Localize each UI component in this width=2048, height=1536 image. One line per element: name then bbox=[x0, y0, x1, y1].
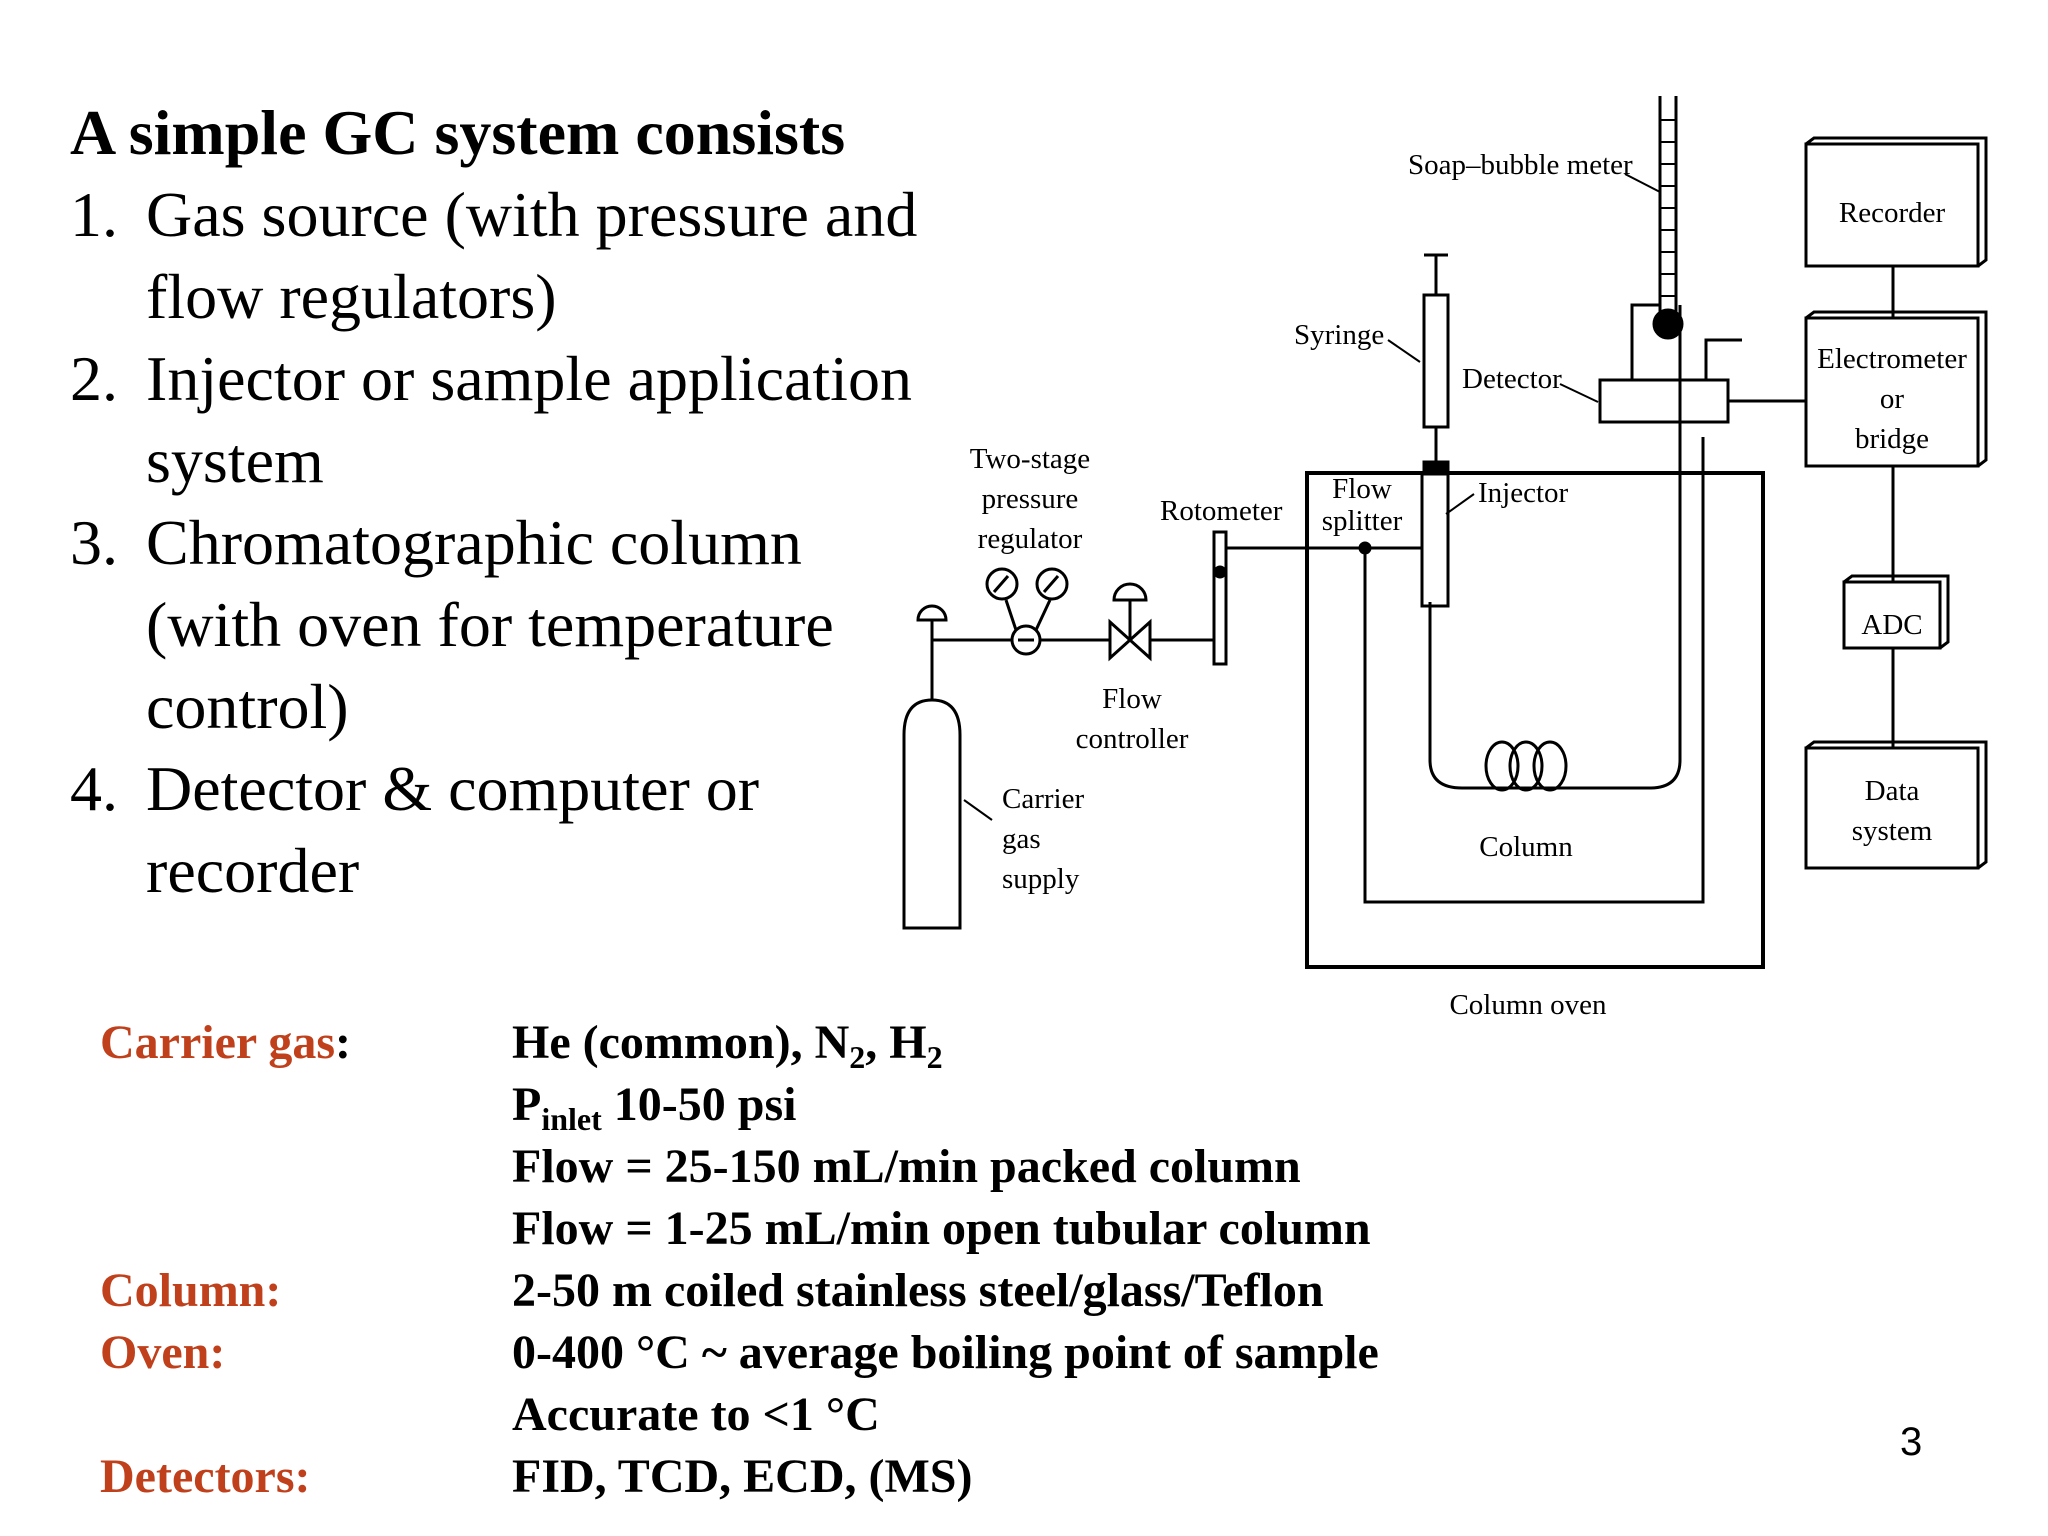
param-row: Oven: 0-400 °C ~ average boiling point o… bbox=[100, 1322, 1379, 1384]
param-row: Carrier gas: He (common), N2, H2 bbox=[100, 1012, 1379, 1074]
soap-bubble bbox=[1652, 308, 1684, 340]
list-item: 3. Chromatographic column (with oven for… bbox=[70, 502, 930, 748]
param-row: Flow = 1-25 mL/min open tubular column bbox=[100, 1198, 1379, 1260]
syringe-plunger bbox=[1424, 253, 1448, 295]
syringe-barrel bbox=[1422, 293, 1450, 429]
list-item: 2. Injector or sample application system bbox=[70, 338, 930, 502]
detector-pointer bbox=[1559, 383, 1599, 403]
column-coil bbox=[1532, 740, 1568, 792]
param-value: 2-50 m coiled stainless steel/glass/Tefl… bbox=[512, 1264, 1324, 1317]
label-flow-splitter-splitter: splitter bbox=[1322, 505, 1403, 537]
rotometer-tube bbox=[1212, 530, 1228, 666]
label-soap-bubble-meter: Soap–bubble meter bbox=[1408, 149, 1633, 181]
rotometer-float bbox=[1213, 565, 1227, 579]
list-item-text: Gas source (with pressure and flow regul… bbox=[146, 179, 918, 332]
label-recorder: Recorder bbox=[1839, 197, 1946, 229]
label-syringe: Syringe bbox=[1294, 319, 1384, 351]
param-row: Accurate to <1 °C bbox=[100, 1384, 1379, 1446]
gas-he: He (common), N bbox=[512, 1016, 850, 1069]
label-detector: Detector bbox=[1462, 363, 1562, 395]
label-regulator: regulator bbox=[978, 523, 1083, 555]
label-flow-controller-controller: controller bbox=[1076, 723, 1189, 755]
param-value: Flow = 1-25 mL/min open tubular column bbox=[512, 1202, 1371, 1255]
injector-cap bbox=[1422, 460, 1450, 476]
label-flow-controller-flow: Flow bbox=[1102, 683, 1162, 715]
label-gas: gas bbox=[1002, 823, 1041, 855]
carrier-gas-colon: : bbox=[335, 1016, 352, 1069]
detector-box bbox=[1598, 378, 1730, 424]
list-item-text: Injector or sample application system bbox=[146, 343, 912, 496]
list-item-number: 4. bbox=[70, 753, 118, 824]
label-system: system bbox=[1852, 815, 1933, 847]
column-coil bbox=[1484, 740, 1520, 792]
carrier-gas-label: Carrier gas bbox=[100, 1016, 336, 1069]
label-electrometer-bridge: bridge bbox=[1855, 423, 1929, 455]
carrier-gas-pointer bbox=[963, 799, 993, 821]
label-electrometer: Electrometer bbox=[1817, 343, 1967, 375]
label-column: Column bbox=[1479, 831, 1573, 863]
data-system-box bbox=[1804, 740, 1988, 870]
pressure-gauge-lines bbox=[1004, 599, 1052, 631]
list-item: 1. Gas source (with pressure and flow re… bbox=[70, 174, 930, 338]
list-item-text: Detector & computer or recorder bbox=[146, 753, 760, 906]
subscript-2: 2 bbox=[926, 1039, 943, 1075]
flow-splitter-node bbox=[1358, 541, 1372, 555]
component-list: 1. Gas source (with pressure and flow re… bbox=[70, 174, 930, 912]
gc-parameters: Carrier gas: He (common), N2, H2 Pinlet … bbox=[100, 1012, 1379, 1508]
param-label: Column: bbox=[100, 1264, 282, 1317]
soap-bubble-meter-ticks bbox=[1660, 119, 1676, 297]
param-label: Oven: bbox=[100, 1326, 226, 1379]
param-label: Detectors: bbox=[100, 1450, 311, 1503]
label-two-stage: Two-stage bbox=[970, 443, 1090, 475]
label-carrier: Carrier bbox=[1002, 783, 1084, 815]
cylinder-valve bbox=[916, 604, 948, 700]
list-item-text: Chromatographic column (with oven for te… bbox=[146, 507, 834, 742]
param-value: Pinlet 10-50 psi bbox=[512, 1074, 796, 1136]
gas-h: , H bbox=[865, 1016, 927, 1069]
label-flow-splitter-flow: Flow bbox=[1332, 473, 1392, 505]
param-value: He (common), N2, H2 bbox=[512, 1012, 943, 1074]
subscript-inlet: inlet bbox=[541, 1101, 602, 1137]
param-row: Column: 2-50 m coiled stainless steel/gl… bbox=[100, 1260, 1379, 1322]
subscript-2: 2 bbox=[849, 1039, 866, 1075]
column-coil bbox=[1508, 740, 1544, 792]
page-number: 3 bbox=[1900, 1420, 1923, 1464]
injector-body bbox=[1420, 472, 1450, 608]
label-supply: supply bbox=[1002, 863, 1080, 895]
list-item-number: 1. bbox=[70, 179, 118, 250]
pinlet-p: P bbox=[512, 1078, 542, 1131]
gas-cylinder bbox=[902, 698, 962, 930]
list-item: 4. Detector & computer or recorder bbox=[70, 748, 930, 912]
injector-pointer bbox=[1445, 493, 1475, 515]
column-oven-box bbox=[1305, 471, 1765, 969]
param-value: Flow = 25-150 mL/min packed column bbox=[512, 1140, 1301, 1193]
detector-exhaust bbox=[1704, 338, 1742, 380]
param-row: Pinlet 10-50 psi bbox=[100, 1074, 1379, 1136]
list-item-number: 2. bbox=[70, 343, 118, 414]
syringe-pointer bbox=[1387, 339, 1421, 363]
column-inner-line bbox=[1363, 437, 1705, 904]
detector-top-line bbox=[1630, 303, 1660, 380]
label-electrometer-or: or bbox=[1880, 383, 1905, 415]
param-value: 0-400 °C ~ average boiling point of samp… bbox=[512, 1326, 1379, 1379]
pressure-gauge-needles bbox=[992, 575, 1060, 593]
pinlet-value: 10-50 psi bbox=[601, 1078, 797, 1131]
label-data: Data bbox=[1865, 775, 1920, 807]
param-row: Flow = 25-150 mL/min packed column bbox=[100, 1136, 1379, 1198]
param-value: Accurate to <1 °C bbox=[512, 1388, 880, 1441]
soap-bubble-meter-pointer bbox=[1624, 173, 1661, 193]
param-value: FID, TCD, ECD, (MS) bbox=[512, 1450, 973, 1503]
label-injector: Injector bbox=[1478, 477, 1569, 509]
label-column-oven: Column oven bbox=[1449, 989, 1607, 1021]
label-adc: ADC bbox=[1861, 609, 1922, 641]
param-row: Detectors: FID, TCD, ECD, (MS) bbox=[100, 1446, 1379, 1508]
slide-heading: A simple GC system consists bbox=[70, 97, 846, 168]
list-item-number: 3. bbox=[70, 507, 118, 578]
param-label: Carrier gas: bbox=[100, 1012, 512, 1074]
label-pressure: pressure bbox=[982, 483, 1079, 515]
flow-controller-stem bbox=[1112, 582, 1148, 640]
label-rotometer: Rotometer bbox=[1160, 495, 1283, 527]
